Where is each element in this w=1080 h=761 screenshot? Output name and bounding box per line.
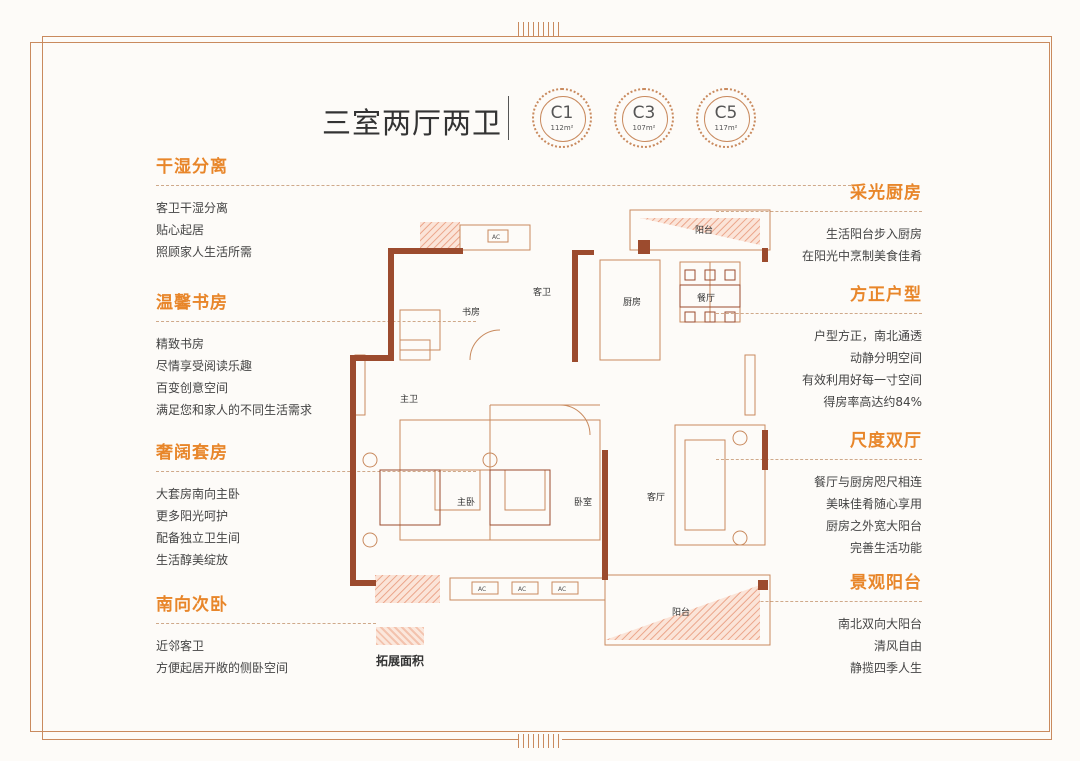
feature-heading: 尺度双厅 — [850, 431, 922, 451]
badge-area: 117m² — [714, 124, 738, 132]
ac-label: AC — [492, 234, 500, 241]
feature-line: 美味佳肴随心享用 — [825, 497, 922, 511]
badge-area: 107m² — [632, 124, 656, 132]
feature-heading: 温馨书房 — [156, 293, 228, 313]
feature-line: 餐厅与厨房咫尺相连 — [813, 475, 922, 489]
feature-double-hall: 尺度双厅 餐厅与厨房咫尺相连 美味佳肴随心享用 厨房之外宽大阳台 完善生活功能 — [716, 426, 922, 559]
feature-second-bedroom: 南向次卧 近邻客卫 方便起居开敞的侧卧空间 — [156, 590, 376, 679]
unit-badge-c1: C1 112m² — [532, 88, 592, 148]
badge-code: C3 — [632, 103, 656, 123]
feature-line: 厨房之外宽大阳台 — [825, 519, 922, 533]
unit-badge-c5: C5 117m² — [696, 88, 756, 148]
feature-dry-wet: 干湿分离 客卫干湿分离 贴心起居 照顾家人生活所需 — [156, 152, 856, 263]
ac-label: AC — [558, 586, 566, 593]
frame-notch-bottom — [518, 734, 562, 748]
unit-badge-c3: C3 107m² — [614, 88, 674, 148]
legend-label: 拓展面积 — [376, 654, 425, 668]
room-label-study: 书房 — [462, 306, 480, 318]
feature-line: 大套房南向主卧 — [156, 487, 241, 501]
feature-heading: 南向次卧 — [156, 595, 228, 615]
feature-heading: 采光厨房 — [850, 183, 922, 203]
room-label-balcony-north: 阳台 — [695, 224, 713, 236]
room-label-guest-bath: 客卫 — [533, 286, 551, 298]
room-label-kitchen: 厨房 — [623, 296, 641, 308]
feature-line: 贴心起居 — [156, 223, 205, 237]
feature-line: 百变创意空间 — [156, 381, 229, 395]
extension-area — [420, 222, 460, 252]
feature-line: 生活醇美绽放 — [156, 553, 229, 567]
feature-line: 精致书房 — [156, 337, 205, 351]
badge-code: C5 — [714, 103, 738, 123]
floor-plan: 阳台 客卫 书房 厨房 餐厅 主卫 主卧 卧室 客厅 阳台 AC AC AC A… — [350, 209, 771, 646]
feature-line: 尽情享受阅读乐趣 — [156, 359, 253, 373]
room-label-master-bath: 主卫 — [400, 393, 418, 405]
ac-label: AC — [518, 586, 526, 593]
feature-line: 有效利用好每一寸空间 — [801, 373, 922, 387]
feature-line: 南北双向大阳台 — [837, 617, 922, 631]
feature-line: 户型方正，南北通透 — [813, 329, 922, 343]
feature-line: 完善生活功能 — [849, 541, 922, 555]
title-separator — [508, 96, 509, 140]
feature-line: 清风自由 — [873, 639, 922, 653]
feature-line: 近邻客卫 — [156, 639, 205, 653]
inner-frame — [30, 42, 1050, 732]
badge-code: C1 — [550, 103, 574, 123]
feature-study: 温馨书房 精致书房 尽情享受阅读乐趣 百变创意空间 满足您和家人的不同生活需求 — [156, 288, 476, 421]
feature-heading: 方正户型 — [850, 285, 922, 305]
feature-heading: 奢阔套房 — [156, 443, 228, 463]
legend-hatch-swatch — [376, 627, 424, 645]
feature-line: 更多阳光呵护 — [156, 509, 229, 523]
page-title: 三室两厅两卫 — [322, 106, 503, 140]
feature-heading: 干湿分离 — [156, 157, 228, 177]
feature-view-balcony: 景观阳台 南北双向大阳台 清风自由 静揽四季人生 — [716, 568, 922, 679]
feature-line: 方便起居开敞的侧卧空间 — [156, 661, 289, 675]
room-label-second-bedroom: 卧室 — [574, 496, 592, 508]
room-label-living: 客厅 — [647, 491, 665, 503]
badge-area: 112m² — [550, 124, 574, 132]
room-label-balcony-south: 阳台 — [672, 606, 690, 618]
frame-notch-top — [518, 22, 562, 36]
extension-area — [375, 575, 440, 603]
feature-line: 静揽四季人生 — [849, 661, 922, 675]
room-label-dining: 餐厅 — [697, 292, 715, 304]
feature-line: 在阳光中烹制美食佳肴 — [801, 249, 922, 263]
feature-line: 满足您和家人的不同生活需求 — [156, 403, 313, 417]
extension-area — [640, 218, 760, 245]
ac-label: AC — [478, 586, 486, 593]
feature-kitchen-light: 采光厨房 生活阳台步入厨房 在阳光中烹制美食佳肴 — [716, 178, 922, 267]
feature-square-layout: 方正户型 户型方正，南北通透 动静分明空间 有效利用好每一寸空间 得房率高达约8… — [716, 280, 922, 413]
feature-line: 生活阳台步入厨房 — [825, 227, 922, 241]
extension-area — [605, 585, 760, 640]
feature-line: 配备独立卫生间 — [156, 531, 241, 545]
feature-line: 照顾家人生活所需 — [156, 245, 253, 259]
feature-line: 动静分明空间 — [849, 351, 922, 365]
feature-line: 得房率高达约84% — [823, 395, 922, 409]
feature-line: 客卫干湿分离 — [156, 201, 229, 215]
room-label-master-bedroom: 主卧 — [457, 496, 475, 508]
feature-heading: 景观阳台 — [850, 573, 922, 593]
feature-suite: 奢阔套房 大套房南向主卧 更多阳光呵护 配备独立卫生间 生活醇美绽放 — [156, 438, 476, 571]
